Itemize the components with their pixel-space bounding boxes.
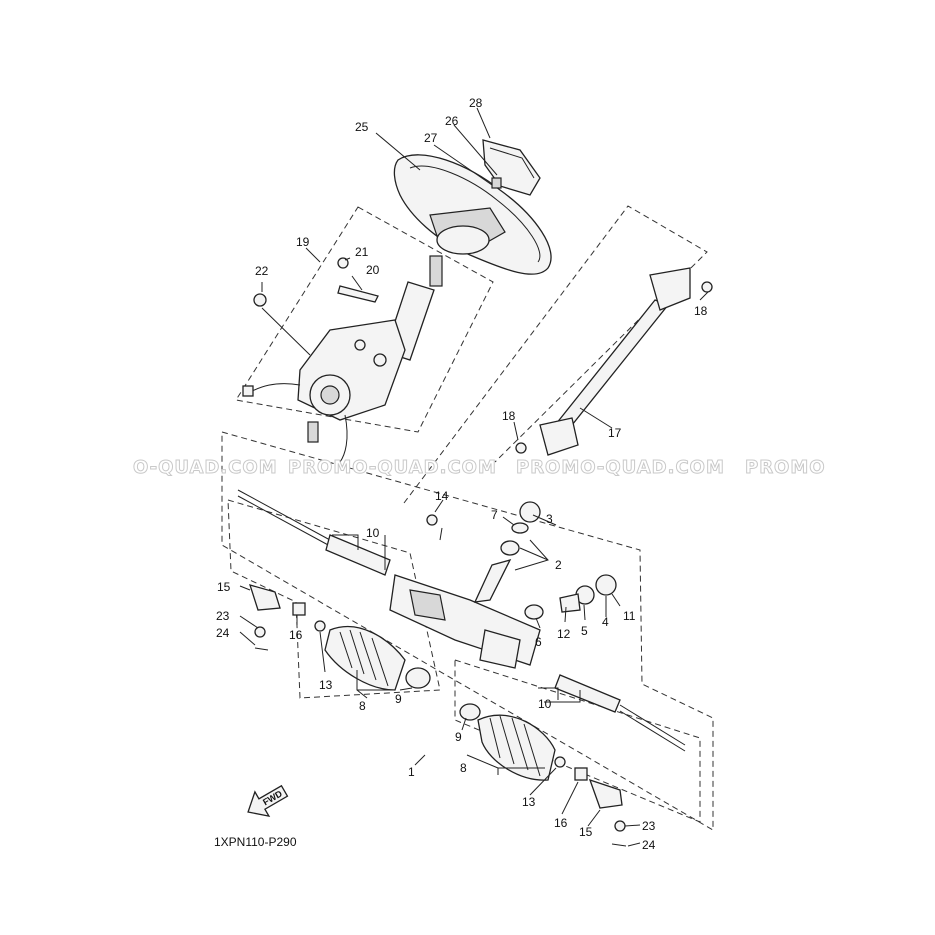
callout-16-right: 16 bbox=[554, 816, 568, 830]
left-tie-rod-end bbox=[249, 584, 306, 651]
callout-17: 17 bbox=[608, 426, 622, 440]
diagram-code: 1XPN110-P290 bbox=[214, 835, 297, 849]
callout-23-right: 23 bbox=[642, 819, 656, 833]
callout-27: 27 bbox=[424, 131, 438, 145]
callout-8-left: 8 bbox=[359, 699, 366, 713]
adjust-nut bbox=[595, 574, 617, 596]
right-boot bbox=[459, 703, 566, 781]
callout-4: 4 bbox=[602, 615, 609, 629]
callout-24-right: 24 bbox=[642, 838, 656, 852]
callout-3: 3 bbox=[546, 512, 553, 526]
callout-6: 6 bbox=[535, 635, 542, 649]
callout-1: 1 bbox=[408, 765, 415, 779]
callout-5: 5 bbox=[581, 624, 588, 638]
callout-15-left: 15 bbox=[217, 580, 231, 594]
right-tie-rod-group-outline bbox=[454, 659, 701, 823]
intermediate-shaft bbox=[519, 267, 691, 523]
callout-15-right: 15 bbox=[579, 825, 593, 839]
bolt bbox=[253, 293, 267, 307]
watermark-text: PROMO-QUAD.COM bbox=[516, 457, 725, 478]
callout-12: 12 bbox=[557, 627, 571, 641]
watermark-text: PROMO-QUAD.COM bbox=[288, 457, 497, 478]
right-tie-rod-end bbox=[574, 767, 627, 847]
rack-guide bbox=[524, 604, 544, 620]
leader-lines bbox=[239, 107, 709, 847]
callout-9-left: 9 bbox=[395, 692, 402, 706]
callout-13-right: 13 bbox=[522, 795, 536, 809]
forward-arrow-icon: FWD bbox=[247, 784, 289, 818]
watermark: O-QUAD.COM PROMO-QUAD.COM PROMO-QUAD.COM… bbox=[133, 457, 826, 479]
spring bbox=[559, 593, 581, 613]
callout-26: 26 bbox=[445, 114, 459, 128]
callout-7: 7 bbox=[491, 508, 498, 522]
callout-10-right: 10 bbox=[538, 697, 552, 711]
callout-16-left: 16 bbox=[289, 628, 303, 642]
callout-18-top: 18 bbox=[694, 304, 708, 318]
callout-11: 11 bbox=[623, 609, 636, 623]
bolt bbox=[701, 281, 713, 293]
watermark-text: PROMO bbox=[745, 457, 826, 478]
callout-24-left: 24 bbox=[216, 626, 230, 640]
callout-19: 19 bbox=[296, 235, 310, 249]
callout-28: 28 bbox=[469, 96, 483, 110]
callout-21: 21 bbox=[355, 245, 369, 259]
steering-column-group-outline bbox=[235, 206, 494, 433]
callout-18-mid: 18 bbox=[502, 409, 516, 423]
bolt bbox=[515, 442, 527, 454]
callout-25: 25 bbox=[355, 120, 369, 134]
watermark-text: O-QUAD.COM bbox=[133, 457, 278, 478]
bolt bbox=[337, 257, 349, 269]
callout-22: 22 bbox=[255, 264, 269, 278]
callout-20: 20 bbox=[366, 263, 380, 277]
steering-column bbox=[242, 255, 443, 463]
horn-pad bbox=[482, 139, 541, 196]
callout-23-left: 23 bbox=[216, 609, 230, 623]
bolt bbox=[426, 514, 438, 526]
bracket bbox=[337, 285, 379, 303]
callout-labels: 28 25 26 27 19 21 20 22 18 18 17 14 10 7… bbox=[216, 96, 708, 852]
callout-14: 14 bbox=[435, 489, 449, 503]
steering-rack bbox=[237, 489, 686, 752]
callout-13-left: 13 bbox=[319, 678, 333, 692]
callout-10-left: 10 bbox=[366, 526, 380, 540]
callout-9-right: 9 bbox=[455, 730, 462, 744]
left-boot bbox=[314, 620, 431, 691]
shaft-group-outline bbox=[403, 205, 708, 504]
callout-8-right: 8 bbox=[460, 761, 467, 775]
left-tie-rod-group-outline bbox=[227, 499, 441, 699]
steering-wheel bbox=[393, 154, 552, 275]
callout-2: 2 bbox=[555, 558, 562, 572]
rack-assembly-outline bbox=[221, 431, 714, 831]
